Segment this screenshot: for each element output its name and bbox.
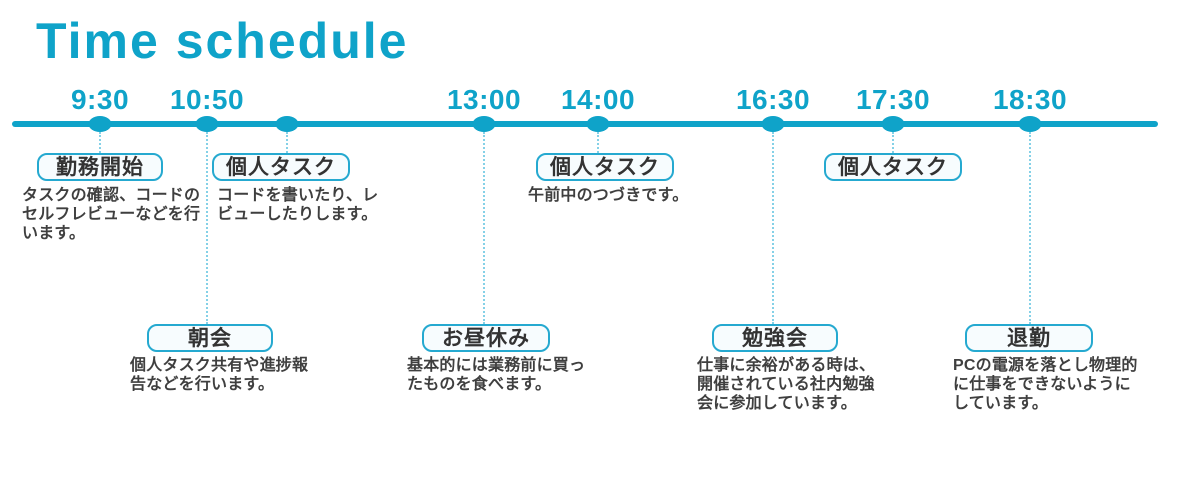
event-label-box: 個人タスク: [536, 153, 674, 181]
event-label: 朝会: [188, 326, 232, 350]
event-label-box: 退勤: [965, 324, 1093, 352]
event-dot: [586, 116, 610, 132]
event-dot: [88, 116, 112, 132]
event-connector-line: [99, 132, 101, 153]
event-label: お昼休み: [442, 326, 530, 350]
event-connector-line: [206, 132, 208, 324]
event-label: 勉強会: [742, 326, 808, 350]
event-time-label: 16:30: [735, 84, 811, 115]
event-label: 勤務開始: [56, 155, 144, 179]
event-time-label: 10:50: [169, 84, 245, 115]
event-description: コードを書いたり、レ ビューしたりします。: [217, 187, 379, 223]
event-dot: [1018, 116, 1042, 132]
event-description: 基本的には業務前に買っ たものを食べます。: [407, 357, 586, 393]
event-connector-line: [597, 132, 599, 153]
event-time-label: 9:30: [70, 84, 130, 115]
event-description: PCの電源を落とし物理的 に仕事をできないように しています。: [953, 357, 1138, 412]
event-label-box: 勉強会: [712, 324, 838, 352]
event-description: 午前中のつづきです。: [528, 187, 689, 204]
event-time-label: 17:30: [855, 84, 931, 115]
event-dot: [761, 116, 785, 132]
event-connector-line: [286, 132, 288, 153]
event-time-label: 13:00: [446, 84, 522, 115]
event-connector-line: [892, 132, 894, 153]
event-label-box: 個人タスク: [824, 153, 962, 181]
event-dot: [472, 116, 496, 132]
event-connector-line: [772, 132, 774, 324]
event-label: 個人タスク: [838, 155, 948, 179]
timeline-axis: [12, 121, 1158, 127]
event-dot: [195, 116, 219, 132]
event-connector-line: [483, 132, 485, 324]
event-label: 退勤: [1007, 326, 1051, 350]
event-description: 個人タスク共有や進捗報 告などを行います。: [130, 357, 309, 393]
event-label: 個人タスク: [550, 155, 660, 179]
event-time-label: 18:30: [992, 84, 1068, 115]
event-description: 仕事に余裕がある時は、 開催されている社内勉強 会に参加しています。: [697, 357, 876, 412]
event-label-box: 勤務開始: [37, 153, 163, 181]
event-dot: [881, 116, 905, 132]
event-connector-line: [1029, 132, 1031, 324]
event-label-box: 朝会: [147, 324, 273, 352]
event-label: 個人タスク: [226, 155, 336, 179]
event-label-box: お昼休み: [422, 324, 550, 352]
event-dot: [275, 116, 299, 132]
page-title: Time schedule: [36, 13, 409, 69]
event-label-box: 個人タスク: [212, 153, 350, 181]
event-description: タスクの確認、コードの セルフレビューなどを行 います。: [22, 187, 201, 242]
event-time-label: 14:00: [560, 84, 636, 115]
